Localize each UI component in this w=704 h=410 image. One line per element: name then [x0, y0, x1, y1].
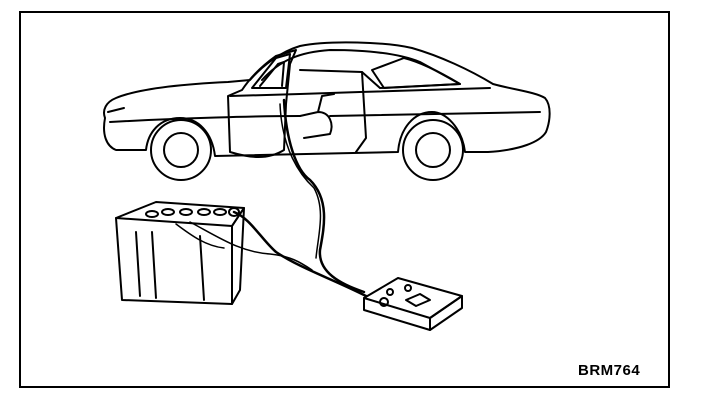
car-rear-window	[371, 57, 461, 89]
battery-cap-2	[161, 208, 175, 216]
battery-lead	[175, 223, 225, 249]
car-interior	[299, 93, 335, 139]
car-door-window-inner	[259, 61, 285, 87]
battery-cap-4	[197, 208, 211, 216]
tester-knob-1	[386, 288, 394, 296]
cable-from-battery-2	[189, 221, 313, 271]
car-roofline	[261, 49, 461, 89]
battery-cap-3	[179, 208, 193, 216]
car-door-window	[251, 53, 291, 89]
car	[103, 41, 551, 181]
tester-front	[363, 297, 431, 331]
car-headlight	[107, 107, 125, 113]
tester-side	[429, 295, 463, 331]
tester-knob-2	[404, 284, 412, 292]
front-wheel	[150, 119, 212, 181]
cable-from-battery	[232, 210, 368, 298]
rear-wheel-hub	[415, 132, 451, 168]
battery-cap-1	[145, 210, 159, 218]
car-door-line	[355, 71, 367, 153]
tester-knob-3	[379, 297, 389, 307]
cable-from-car-2	[279, 103, 322, 259]
car-open-door	[227, 49, 297, 158]
battery	[115, 201, 245, 305]
rear-wheel	[402, 119, 464, 181]
car-body	[103, 41, 551, 157]
battery-terminal	[228, 207, 240, 217]
figure-code: BRM764	[578, 362, 641, 379]
battery-side	[231, 207, 245, 305]
car-side-crease	[109, 111, 541, 123]
front-wheel-hub	[163, 132, 199, 168]
cable-from-car	[282, 98, 366, 294]
battery-front	[115, 217, 233, 305]
tester-unit	[363, 277, 463, 331]
car-beltline	[229, 87, 491, 97]
battery-cap-5	[213, 208, 227, 216]
tester-display	[405, 293, 431, 307]
figure-frame	[19, 11, 670, 388]
battery-ribs	[135, 231, 205, 301]
